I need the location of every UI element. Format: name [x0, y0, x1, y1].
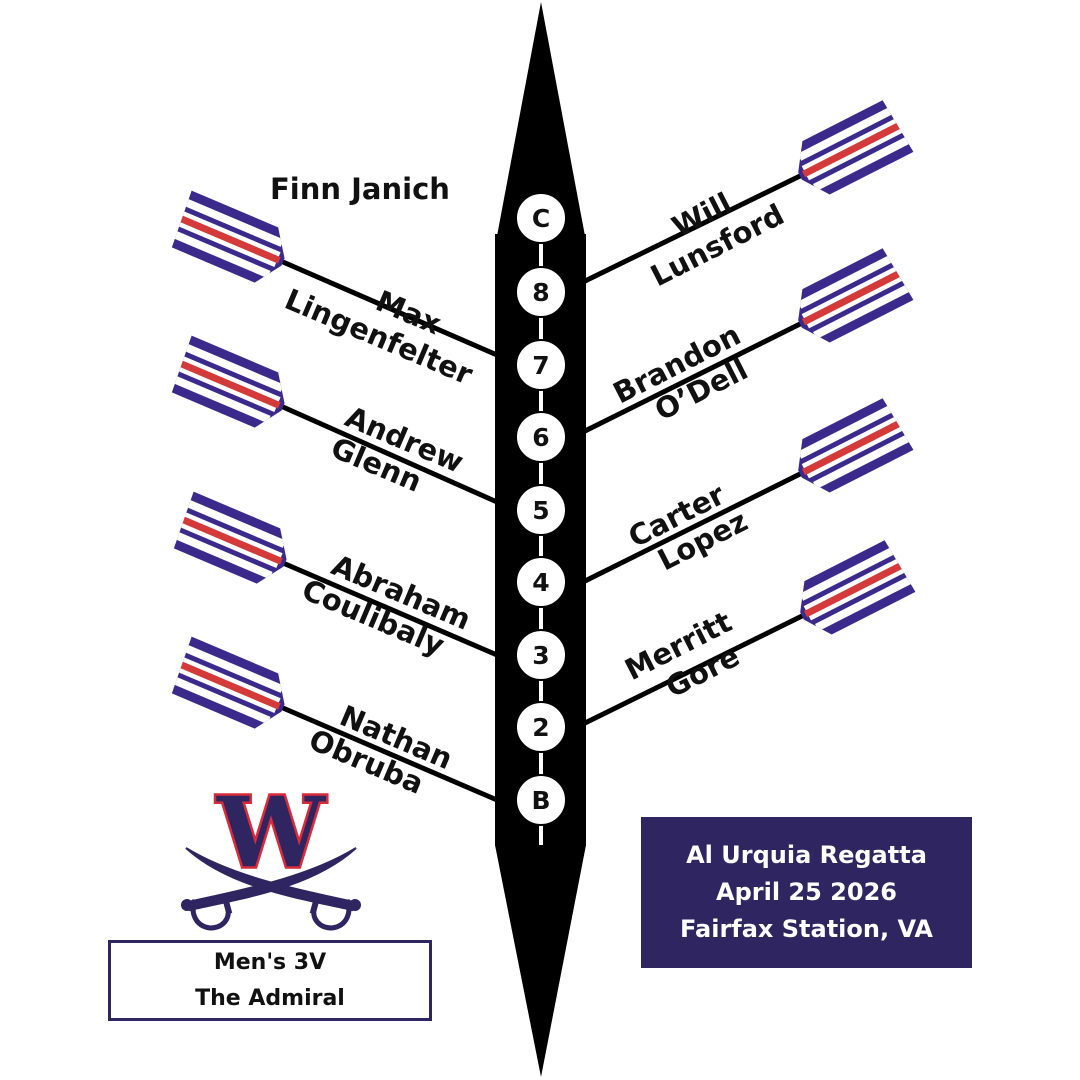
seat-marker: 4 — [515, 556, 567, 608]
seat-label: 2 — [532, 713, 549, 742]
seat-label: C — [532, 204, 550, 233]
seat-label: B — [531, 786, 550, 815]
oar-shafts — [280, 173, 805, 803]
coxswain-name: Finn Janich — [270, 172, 450, 206]
seat-label: 3 — [532, 641, 549, 670]
seat-marker: 5 — [515, 484, 567, 536]
logo-letter: W — [216, 776, 326, 889]
oar-blade — [169, 335, 285, 428]
seat-circle — [515, 266, 567, 318]
seat-label: 4 — [532, 568, 549, 597]
oar-shaft-seat8 — [580, 173, 803, 285]
oar-blades — [169, 100, 916, 729]
oar-blade — [799, 540, 916, 635]
oar-shaft-bow — [280, 705, 500, 803]
boat-hull — [495, 2, 586, 1077]
seat-marker: B — [515, 774, 567, 826]
seat-circle — [515, 484, 567, 536]
oar-blade — [797, 100, 914, 195]
oar-blade — [797, 398, 914, 493]
school-logo: W — [181, 774, 361, 931]
seat-marker: C — [515, 192, 567, 244]
seat-marker: 3 — [515, 629, 567, 681]
event-location: Fairfax Station, VA — [680, 915, 933, 943]
seat-label: 8 — [532, 278, 549, 307]
crossed-sabers-icon — [181, 847, 361, 931]
oar-blade — [797, 248, 914, 343]
oar-shaft-seat3 — [280, 560, 500, 658]
seat-circle — [515, 339, 567, 391]
seat-label: 5 — [532, 496, 549, 525]
seat-marker: 6 — [515, 411, 567, 463]
seat-marker: 2 — [515, 701, 567, 753]
seat-circle — [515, 629, 567, 681]
seat-circle — [515, 192, 567, 244]
oar-blade — [169, 190, 285, 283]
seat-markers: C 8 7 6 5 4 3 2B — [515, 192, 567, 826]
oar-shaft-seat4 — [580, 471, 803, 585]
boat-name: The Admiral — [195, 985, 345, 1011]
boat-event: Men's 3V — [213, 949, 327, 975]
oar-blade — [171, 491, 287, 584]
seat-circle — [515, 556, 567, 608]
seat-label: 6 — [532, 423, 549, 452]
hull-bow-point — [497, 2, 585, 236]
event-info-box: Al Urquia Regatta April 25 2026 Fairfax … — [641, 817, 972, 968]
seat-marker: 7 — [515, 339, 567, 391]
oar-shaft-seat6 — [580, 321, 803, 435]
seat-marker: 8 — [515, 266, 567, 318]
seat-label: 7 — [532, 351, 549, 380]
seat-circle — [515, 774, 567, 826]
boat-label-box: Men's 3V The Admiral — [108, 940, 432, 1021]
hull-stern-point — [495, 845, 586, 1077]
oar-blade — [169, 636, 285, 729]
seat-circle — [515, 701, 567, 753]
event-name: Al Urquia Regatta — [686, 841, 927, 869]
oar-shaft-seat5 — [280, 404, 500, 505]
oar-shaft-seat7 — [280, 259, 500, 358]
event-date: April 25 2026 — [716, 878, 897, 906]
oar-shaft-seat2 — [580, 613, 805, 727]
seat-circle — [515, 411, 567, 463]
